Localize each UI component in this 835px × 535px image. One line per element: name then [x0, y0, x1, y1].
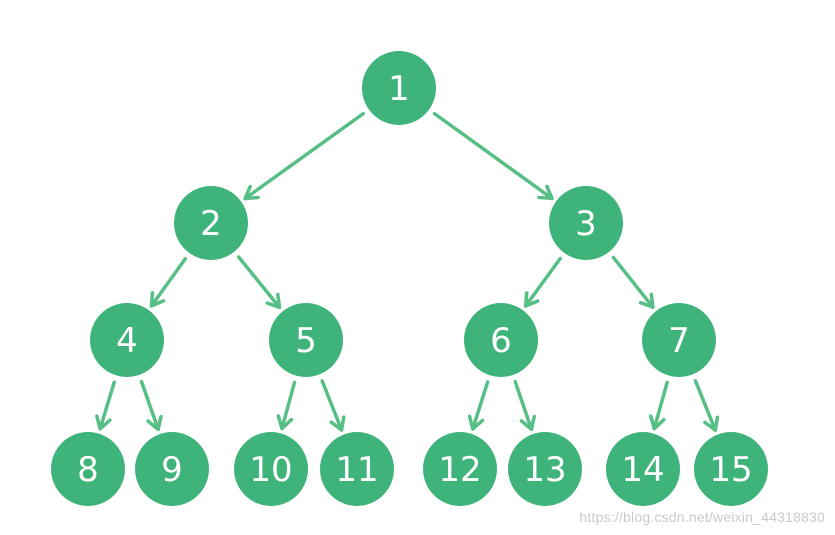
- tree-node-6: 6: [464, 303, 538, 377]
- tree-node-7: 7: [642, 303, 716, 377]
- node-circle-8: [51, 432, 125, 506]
- node-label-9: 9: [161, 450, 183, 490]
- tree-node-10: 10: [234, 432, 308, 506]
- node-label-10: 10: [249, 450, 292, 490]
- node-circle-10: [234, 432, 308, 506]
- watermark: https://blog.csdn.net/weixin_44318830: [579, 509, 825, 525]
- node-label-11: 11: [335, 450, 378, 490]
- arrowhead-5-11: [329, 415, 346, 432]
- node-label-8: 8: [77, 450, 99, 490]
- node-circle-12: [423, 432, 497, 506]
- edge-6-12: [470, 380, 490, 431]
- tree-node-5: 5: [269, 303, 343, 377]
- node-circle-6: [464, 303, 538, 377]
- edge-5-11: [320, 379, 344, 432]
- edge-7-15: [693, 379, 718, 432]
- edge-5-10: [280, 380, 297, 431]
- arrowhead-5-10: [276, 414, 294, 431]
- node-circle-11: [320, 432, 394, 506]
- arrowhead-4-9: [146, 414, 163, 432]
- arrowhead-7-15: [703, 415, 720, 432]
- node-circle-7: [642, 303, 716, 377]
- tree-node-13: 13: [508, 432, 582, 506]
- node-circle-3: [549, 186, 623, 260]
- node-label-2: 2: [200, 204, 222, 244]
- arrowhead-4-8: [95, 414, 112, 431]
- node-label-13: 13: [523, 450, 566, 490]
- node-circle-2: [174, 186, 248, 260]
- node-circle-1: [362, 51, 436, 125]
- node-circle-13: [508, 432, 582, 506]
- arrowhead-1-3: [537, 184, 554, 201]
- edge-3-6: [523, 256, 562, 308]
- arrowhead-2-4: [149, 291, 166, 308]
- node-label-4: 4: [116, 321, 138, 361]
- node-label-15: 15: [709, 450, 752, 490]
- arrowhead-7-14: [648, 414, 666, 431]
- tree-node-3: 3: [549, 186, 623, 260]
- arrowhead-2-5: [265, 292, 282, 310]
- node-label-1: 1: [388, 69, 410, 109]
- edge-7-14: [652, 380, 669, 431]
- arrowhead-3-7: [638, 292, 655, 309]
- tree-node-9: 9: [135, 432, 209, 506]
- arrowhead-6-13: [519, 414, 537, 431]
- tree-node-15: 15: [694, 432, 768, 506]
- node-label-3: 3: [575, 204, 597, 244]
- edge-4-8: [98, 380, 117, 431]
- node-label-12: 12: [438, 450, 481, 490]
- node-label-14: 14: [621, 450, 664, 490]
- edge-2-4: [149, 256, 188, 308]
- node-label-7: 7: [668, 321, 690, 361]
- node-circle-4: [90, 303, 164, 377]
- tree-node-2: 2: [174, 186, 248, 260]
- tree-node-1: 1: [362, 51, 436, 125]
- node-circle-9: [135, 432, 209, 506]
- edges-layer: [95, 111, 720, 432]
- node-circle-14: [606, 432, 680, 506]
- node-label-5: 5: [295, 321, 317, 361]
- tree-node-12: 12: [423, 432, 497, 506]
- tree-node-14: 14: [606, 432, 680, 506]
- edge-6-13: [513, 379, 534, 431]
- node-label-6: 6: [490, 321, 512, 361]
- node-circle-5: [269, 303, 343, 377]
- tree-node-4: 4: [90, 303, 164, 377]
- arrowhead-3-6: [523, 291, 540, 308]
- tree-node-8: 8: [51, 432, 125, 506]
- tree-node-11: 11: [320, 432, 394, 506]
- arrowhead-1-2: [243, 184, 260, 201]
- node-circle-15: [694, 432, 768, 506]
- edge-1-3: [432, 112, 554, 201]
- edge-2-5: [236, 255, 282, 310]
- arrowhead-6-12: [467, 414, 485, 431]
- edge-3-7: [611, 255, 655, 309]
- edge-1-2: [243, 111, 366, 201]
- edge-4-9: [139, 379, 160, 432]
